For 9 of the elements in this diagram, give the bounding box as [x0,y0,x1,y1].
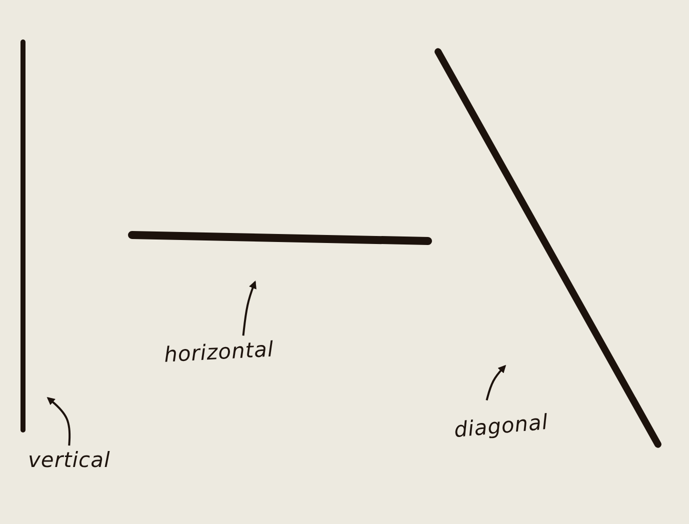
label-text: diagonal [453,410,550,442]
arrow [486,364,506,401]
stroke-line [432,46,664,450]
arrow [242,280,256,336]
label-text: horizontal [163,337,274,367]
label-text: vertical [28,448,110,472]
stroke-line [18,40,28,432]
arrow [46,396,71,446]
stroke-line [130,230,432,246]
